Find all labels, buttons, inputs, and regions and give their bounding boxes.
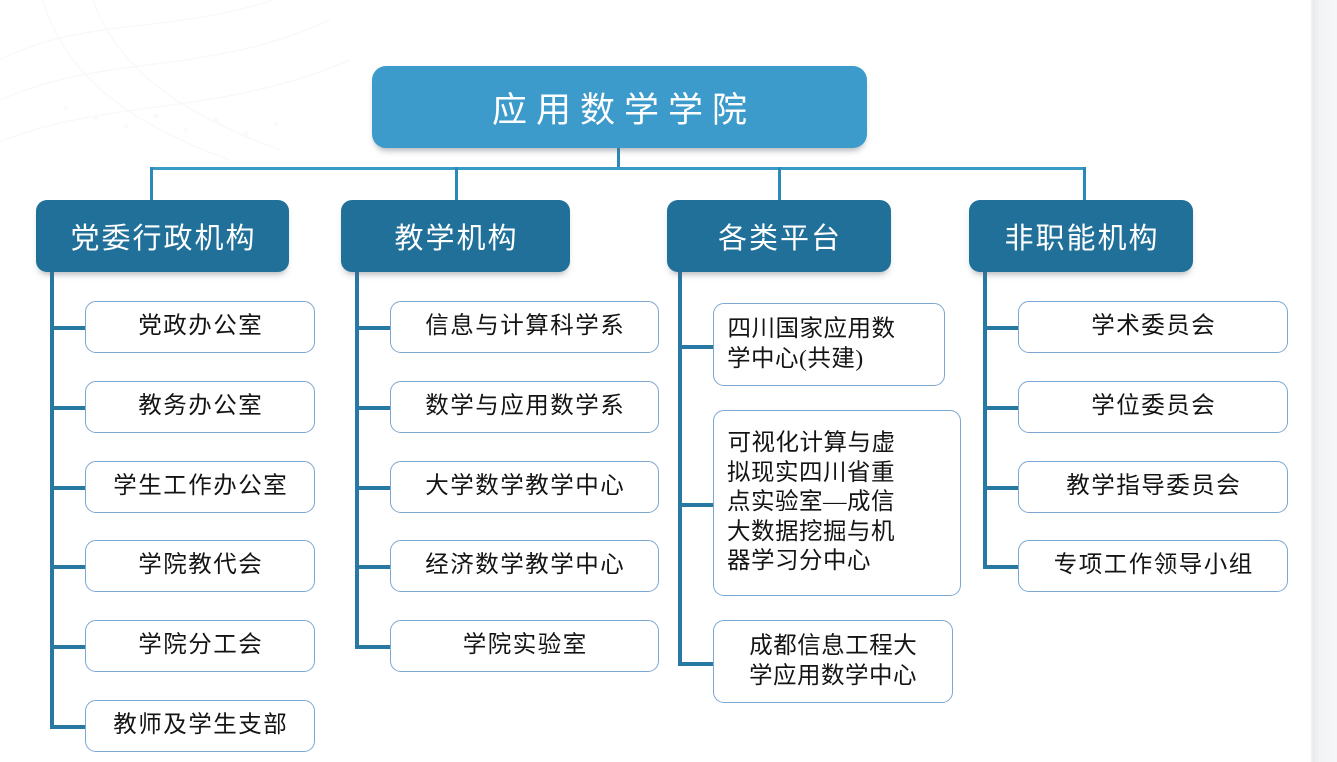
leaf-platforms-2[interactable]: 可视化计算与虚 拟现实四川省重 点实验室—成信 大数据挖掘与机 器学习分中心 bbox=[713, 410, 961, 596]
connector-drop-teaching bbox=[455, 167, 458, 200]
connector-branch-party-admin-4 bbox=[50, 565, 85, 569]
leaf-party-admin-5[interactable]: 学院分工会 bbox=[85, 620, 315, 672]
connector-trunk-non-functional bbox=[983, 272, 987, 569]
connector-drop-party-admin bbox=[150, 167, 153, 200]
leaf-party-admin-4[interactable]: 学院教代会 bbox=[85, 540, 315, 592]
page-gutter bbox=[1310, 0, 1337, 762]
connector-branch-platforms-1 bbox=[678, 345, 713, 349]
connector-root-stem bbox=[617, 147, 620, 169]
connector-branch-party-admin-2 bbox=[50, 406, 85, 410]
leaf-teaching-5[interactable]: 学院实验室 bbox=[390, 620, 659, 672]
connector-branch-non-functional-1 bbox=[983, 326, 1018, 330]
connector-branch-party-admin-3 bbox=[50, 486, 85, 490]
leaf-platforms-3[interactable]: 成都信息工程大 学应用数学中心 bbox=[713, 620, 953, 703]
leaf-teaching-4[interactable]: 经济数学教学中心 bbox=[390, 540, 659, 592]
connector-branch-non-functional-4 bbox=[983, 565, 1018, 569]
connector-trunk-teaching bbox=[355, 272, 359, 649]
connector-top-bus bbox=[150, 167, 1086, 170]
leaf-platforms-1[interactable]: 四川国家应用数 学中心(共建) bbox=[713, 303, 945, 386]
connector-branch-platforms-2 bbox=[678, 503, 713, 507]
leaf-party-admin-1[interactable]: 党政办公室 bbox=[85, 301, 315, 353]
root-node-applied-mathematics-college[interactable]: 应用数学学院 bbox=[372, 66, 867, 148]
leaf-party-admin-6[interactable]: 教师及学生支部 bbox=[85, 700, 315, 752]
leaf-non-functional-2[interactable]: 学位委员会 bbox=[1018, 381, 1288, 433]
connector-drop-platforms bbox=[778, 167, 781, 200]
connector-branch-teaching-5 bbox=[355, 645, 390, 649]
connector-trunk-platforms bbox=[678, 272, 682, 666]
connector-trunk-party-admin bbox=[50, 272, 54, 729]
leaf-non-functional-1[interactable]: 学术委员会 bbox=[1018, 301, 1288, 353]
branch-node-teaching[interactable]: 教学机构 bbox=[341, 200, 570, 272]
leaf-party-admin-3[interactable]: 学生工作办公室 bbox=[85, 461, 315, 513]
leaf-non-functional-3[interactable]: 教学指导委员会 bbox=[1018, 461, 1288, 513]
org-chart-canvas: 应用数学学院 党委行政机构 教学机构 各类平台 非职能机构 党政办公室 教务办公… bbox=[36, 66, 1288, 752]
leaf-teaching-2[interactable]: 数学与应用数学系 bbox=[390, 381, 659, 433]
connector-branch-non-functional-2 bbox=[983, 406, 1018, 410]
connector-branch-teaching-1 bbox=[355, 326, 390, 330]
branch-node-party-admin[interactable]: 党委行政机构 bbox=[36, 200, 289, 272]
connector-branch-teaching-3 bbox=[355, 486, 390, 490]
leaf-non-functional-4[interactable]: 专项工作领导小组 bbox=[1018, 540, 1288, 592]
connector-branch-platforms-3 bbox=[678, 662, 713, 666]
connector-drop-non-functional bbox=[1083, 167, 1086, 200]
connector-branch-party-admin-5 bbox=[50, 645, 85, 649]
connector-branch-teaching-4 bbox=[355, 565, 390, 569]
connector-branch-party-admin-6 bbox=[50, 725, 85, 729]
leaf-teaching-1[interactable]: 信息与计算科学系 bbox=[390, 301, 659, 353]
branch-node-non-functional[interactable]: 非职能机构 bbox=[969, 200, 1193, 272]
connector-branch-party-admin-1 bbox=[50, 326, 85, 330]
connector-branch-non-functional-3 bbox=[983, 486, 1018, 490]
connector-branch-teaching-2 bbox=[355, 406, 390, 410]
leaf-party-admin-2[interactable]: 教务办公室 bbox=[85, 381, 315, 433]
branch-node-platforms[interactable]: 各类平台 bbox=[667, 200, 891, 272]
leaf-teaching-3[interactable]: 大学数学教学中心 bbox=[390, 461, 659, 513]
